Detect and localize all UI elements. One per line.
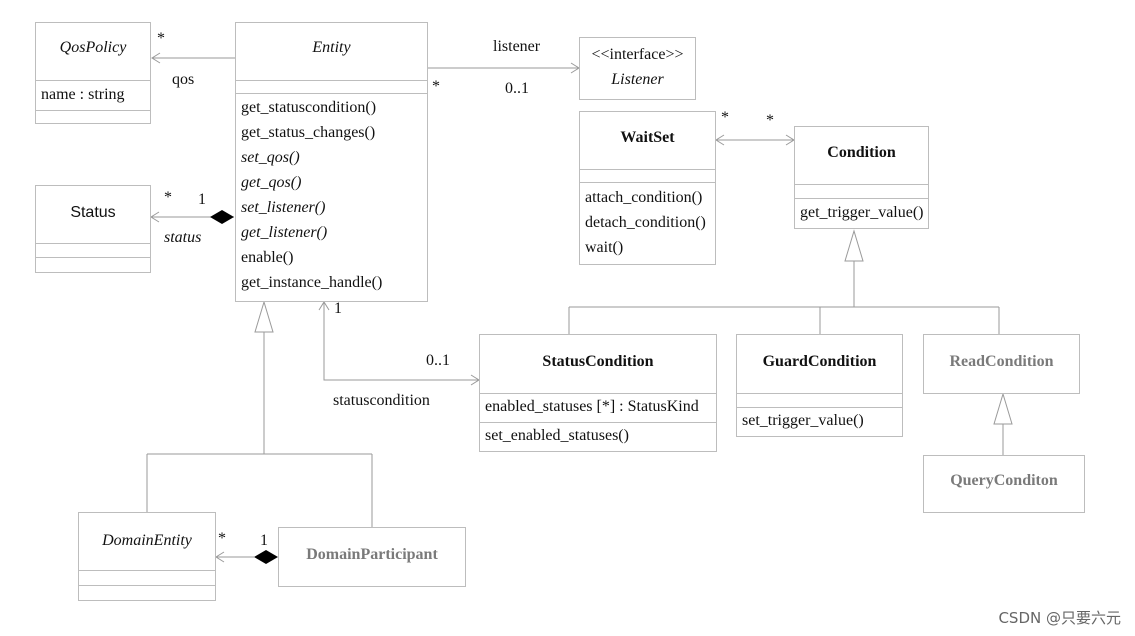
condition-op-get-trigger-value: get_trigger_value() (800, 204, 924, 221)
qos-role-label: qos (172, 71, 195, 88)
entity-op-set-listener: set_listener() (241, 199, 326, 216)
statuscondition-op-set-enabled-statuses: set_enabled_statuses() (485, 427, 629, 444)
listener-role-label: listener (493, 38, 541, 55)
class-statuscondition-name: StatusCondition (542, 353, 654, 370)
domainparticipant-multiplicity-one: 1 (260, 532, 268, 549)
class-entity: Entity get_statuscondition() get_status_… (235, 22, 428, 302)
entity-op-enable: enable() (241, 249, 294, 266)
statuscondition-attr-enabled-statuses: enabled_statuses [*] : StatusKind (485, 398, 699, 415)
class-readcondition: ReadCondition (923, 334, 1080, 394)
entity-op-get-instance-handle: get_instance_handle() (241, 274, 383, 291)
condition-generalization-arrow (844, 229, 864, 262)
domainentity-arrowhead (215, 551, 225, 563)
class-domainentity: DomainEntity (78, 512, 216, 601)
entity-op-get-qos: get_qos() (241, 174, 302, 191)
class-waitset: WaitSet attach_condition() detach_condit… (579, 111, 716, 265)
qos-multiplicity-star: * (157, 30, 165, 47)
entity-op-get-statuscondition: get_statuscondition() (241, 99, 377, 116)
statuscondition-role-label: statuscondition (333, 392, 430, 409)
waitset-op-attach-condition: attach_condition() (585, 189, 703, 206)
watermark: CSDN @只要六元 (998, 609, 1121, 627)
condition-multiplicity-star: * (766, 112, 774, 129)
qospolicy-attr-name: name : string (41, 86, 125, 103)
class-domainparticipant: DomainParticipant (278, 527, 466, 587)
class-querycondition-name: QueryConditon (950, 472, 1058, 489)
entity-generalization-arrow (254, 300, 274, 333)
status-role-label: status (164, 229, 202, 246)
entity-multiplicity-one: 1 (334, 300, 342, 317)
status-composition-diamond (210, 210, 234, 224)
class-listener-stereotype: <<interface>> (591, 46, 684, 63)
status-multiplicity-star: * (164, 189, 172, 206)
entity-op-get-status-changes: get_status_changes() (241, 124, 376, 141)
class-waitset-name: WaitSet (620, 129, 675, 146)
entity-arrowhead (318, 301, 330, 311)
class-readcondition-name: ReadCondition (949, 353, 1054, 370)
class-listener: <<interface>> Listener (579, 37, 696, 100)
class-domainentity-name: DomainEntity (102, 532, 192, 549)
statuscondition-multiplicity: 0..1 (426, 352, 450, 369)
entity-op-set-qos: set_qos() (241, 149, 300, 166)
waitset-op-wait: wait() (585, 239, 624, 256)
class-domainparticipant-name: DomainParticipant (306, 546, 438, 563)
class-entity-name: Entity (312, 39, 351, 56)
domainentity-multiplicity-star: * (218, 530, 226, 547)
guardcondition-op-set-trigger-value: set_trigger_value() (742, 412, 864, 429)
domain-composition-diamond (254, 550, 278, 564)
waitset-op-detach-condition: detach_condition() (585, 214, 706, 231)
class-querycondition: QueryConditon (923, 455, 1085, 513)
class-qospolicy: QosPolicy name : string (35, 22, 151, 124)
listener-multiplicity-star: * (432, 78, 440, 95)
status-arrowhead (150, 211, 160, 223)
readcondition-generalization-arrow (993, 392, 1013, 425)
class-statuscondition: StatusCondition enabled_statuses [*] : S… (479, 334, 717, 452)
class-status: Status (35, 185, 151, 273)
class-qospolicy-name: QosPolicy (59, 39, 127, 56)
class-condition: Condition get_trigger_value() (794, 126, 929, 229)
class-guardcondition-name: GuardCondition (762, 353, 877, 370)
waitset-arrowhead (715, 134, 725, 146)
statuscondition-association (323, 302, 479, 381)
class-listener-name: Listener (611, 71, 664, 88)
class-guardcondition: GuardCondition set_trigger_value() (736, 334, 903, 437)
entity-op-get-listener: get_listener() (241, 224, 328, 241)
status-multiplicity-one: 1 (198, 191, 206, 208)
class-status-name: Status (70, 204, 116, 221)
waitset-multiplicity-star: * (721, 109, 729, 126)
class-condition-name: Condition (827, 144, 896, 161)
qos-arrowhead (151, 52, 161, 64)
listener-multiplicity: 0..1 (505, 80, 529, 97)
